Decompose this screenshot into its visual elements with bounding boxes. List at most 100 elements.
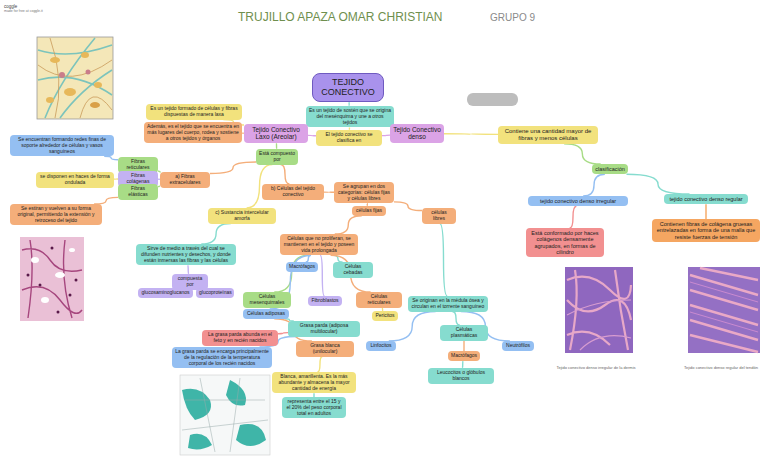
node-text: El tejido conectivo se clasifica en: [319, 132, 379, 144]
node-text: La grasa parda abunda en el feto y en re…: [205, 332, 275, 344]
connector-path: [583, 174, 605, 196]
node-text: Blanca, amarillenta. Es la más abundante…: [275, 374, 353, 391]
node-text: tejido conectivo denso irregular: [531, 198, 625, 204]
connector-line: [317, 357, 322, 373]
node-text: Células que no proliferan, se mantienen …: [283, 236, 355, 253]
connector-line: [570, 206, 577, 228]
connector-path: [440, 224, 447, 297]
concept-box: Leucocitos o glóbulos blancos: [428, 368, 494, 384]
concept-box: Contiene una cantidad mayor de fibras y …: [498, 126, 598, 144]
node-text: Células reticulares: [359, 294, 399, 306]
concept-box: Blanca, amarillenta. Es la más abundante…: [272, 372, 356, 393]
node-text: compuesta por: [175, 276, 205, 288]
concept-box: tejido conectivo denso irregular: [528, 196, 628, 206]
concept-box: Tejido Conectivo denso: [390, 124, 444, 143]
node-text: representa entre el 15 y el 20% del peso…: [285, 399, 343, 416]
node-text: Células adiposas: [246, 311, 286, 317]
connector-path: [324, 191, 334, 193]
adipose-photo: [180, 375, 270, 455]
connector-line: [394, 202, 422, 211]
connector-path: [570, 206, 577, 228]
node-text: Macrófagos: [289, 264, 315, 270]
concept-box: Tejido Conectivo Laxo (Areolar): [244, 124, 308, 143]
image-caption: Tejido conectivo denso irregular de la d…: [548, 366, 644, 371]
node-text: Células cebadas: [336, 264, 370, 276]
concept-box: La grasa parda abunda en el feto y en re…: [202, 330, 278, 346]
connector-line: [201, 224, 231, 245]
concept-box: Pericitos: [372, 311, 398, 321]
concept-box: Se agrupan en dos categorías: células fi…: [334, 182, 394, 203]
connector-path: [94, 197, 118, 204]
node-text: tejido conectivo denso regular: [667, 196, 745, 202]
node-text: Se originan en la médula ósea y circulan…: [411, 298, 485, 310]
connector-line: [94, 197, 118, 204]
concept-box: Fibroblastos: [308, 296, 342, 306]
connector-line: [706, 204, 707, 219]
concept-box: células fijas: [352, 206, 386, 216]
connector-line: [278, 333, 288, 334]
connector-line: [188, 265, 189, 274]
connector-line: [274, 255, 309, 292]
node-text: a) Fibras extracelulares: [163, 174, 207, 186]
node-text: La grasa parda se encarga principalmente…: [175, 349, 269, 366]
node-text: Además, es el tejido que se encuentra en…: [147, 124, 239, 141]
node-text: Fibras reticulares: [121, 159, 155, 171]
concept-box: a) Fibras extracelulares: [160, 172, 210, 188]
connector-line: [104, 156, 118, 159]
connector-line: [281, 165, 290, 185]
concept-box: Grasa parda (adiposa multilocular): [288, 321, 360, 337]
node-text: Se estiran y vuelven a su forma original…: [13, 206, 99, 223]
connector-path: [444, 133, 498, 135]
concept-box: Células reticulares: [356, 292, 402, 308]
node-text: glucosaminoglucanos: [141, 290, 190, 296]
connector-line: [210, 162, 256, 174]
node-text: Es un tejido de sostén que se origina de…: [309, 108, 391, 125]
connector-line: [583, 174, 605, 196]
node-text: Está conformado por haces colágenos dens…: [529, 230, 601, 255]
concept-box: Células plasmáticas: [440, 325, 488, 341]
concept-box: Macrófagos: [448, 351, 480, 361]
concept-box: Grasa blanca (unilocular): [296, 341, 354, 357]
node-text: Pericitos: [375, 313, 395, 319]
group-label: GRUPO 9: [490, 12, 540, 24]
connector-path: [627, 174, 690, 194]
connector-line: [324, 192, 334, 193]
concept-box: Contienen fibras de colágena gruesas ent…: [652, 219, 760, 242]
concept-box: Se encuentran formando redes finas de so…: [10, 135, 114, 156]
concept-box: La grasa parda se encarga principalmente…: [172, 347, 272, 368]
concept-box: Fibras elásticas: [118, 184, 158, 200]
node-text: Células plasmáticas: [443, 327, 485, 339]
page-title: TRUJILLO APAZA OMAR CHRISTIAN: [238, 11, 442, 25]
root-node: TEJIDO CONECTIVO: [312, 73, 384, 102]
concept-box: Macrófagos: [286, 262, 318, 272]
node-text: Contiene una cantidad mayor de fibras y …: [501, 128, 595, 142]
connector-path: [281, 165, 290, 185]
concept-box: se disponen en haces de forma ondulada: [36, 172, 114, 188]
node-text: Tejido Conectivo denso: [393, 126, 441, 141]
node-text: Fibroblastos: [311, 298, 339, 304]
connector-line: [335, 216, 362, 234]
concept-box: representa entre el 15 y el 20% del peso…: [282, 397, 346, 418]
node-text: Es un tejido formado de células y fibras…: [149, 106, 239, 118]
node-text: Leucocitos o glóbulos blancos: [431, 370, 491, 382]
concept-box: Es un tejido de sostén que se origina de…: [306, 106, 394, 127]
connector-path: [705, 204, 706, 219]
concept-box: Se estiran y vuelven a su forma original…: [10, 204, 102, 225]
connector-path: [201, 224, 231, 245]
concept-box: glucoproteínas: [196, 288, 234, 298]
node-text: células libres: [425, 210, 453, 222]
concept-box: Células mesenquimales: [243, 292, 291, 308]
watermark: coggle: [4, 4, 44, 9]
node-text: Neutrófilos: [505, 343, 531, 349]
node-text: Grasa parda (adiposa multilocular): [291, 323, 357, 335]
node-text: Tejido Conectivo Laxo (Areolar): [247, 126, 305, 141]
connector-line: [564, 144, 601, 164]
node-text: clasificación: [595, 166, 625, 172]
dense-irregular-photo: [565, 267, 633, 353]
concept-box: tejido conectivo denso regular: [664, 194, 748, 204]
node-text: células fijas: [355, 208, 383, 214]
node-text: Macrófagos: [451, 353, 477, 359]
concept-box: Está compuesto por: [256, 149, 298, 165]
connector-line: [452, 312, 459, 326]
